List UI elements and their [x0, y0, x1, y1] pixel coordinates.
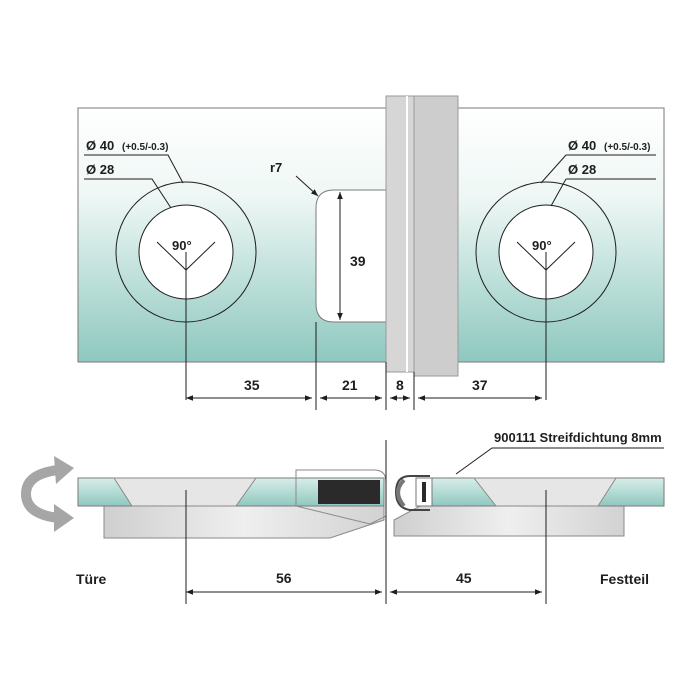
dim-label: 21 [342, 377, 358, 393]
right-angle-label: 90° [532, 238, 552, 253]
section-view: 900111 Streifdichtung 8mm 56 45 Türe Fes… [20, 430, 665, 604]
dim-label: 8 [396, 377, 404, 393]
left-countersink [113, 477, 257, 507]
dim-label: 56 [276, 570, 292, 586]
right-outer-tolerance: (+0.5/-0.3) [604, 142, 650, 153]
door-label: Türe [76, 571, 107, 587]
fixed-clamp-plate [393, 505, 625, 537]
seal-block [318, 480, 380, 504]
seal-label: 900111 Streifdichtung 8mm [494, 430, 662, 445]
dim-label: 45 [456, 570, 472, 586]
hinge-plate-edge [413, 95, 459, 377]
dim-label: 35 [244, 377, 260, 393]
gap-strip [385, 95, 415, 373]
rotate-arrow-icon [20, 456, 74, 532]
left-angle-label: 90° [172, 238, 192, 253]
right-outer-diameter-label: Ø 40 [568, 138, 596, 153]
top-view: Ø 40 (+0.5/-0.3) Ø 28 90° Ø 40 (+0.5/-0.… [77, 95, 665, 410]
left-outer-diameter-label: Ø 40 [86, 138, 114, 153]
notch-height-label: 39 [350, 253, 366, 269]
left-outer-tolerance: (+0.5/-0.3) [122, 142, 168, 153]
left-inner-diameter-label: Ø 28 [86, 162, 114, 177]
dim-label: 37 [472, 377, 488, 393]
door-glass-panel [77, 107, 387, 363]
right-countersink [472, 477, 617, 507]
notch-radius-label: r7 [270, 160, 282, 175]
hinge-cap-left [295, 469, 387, 525]
door-clamp-plate [103, 505, 385, 539]
fixed-part-label: Festteil [600, 571, 649, 587]
right-inner-diameter-label: Ø 28 [568, 162, 596, 177]
